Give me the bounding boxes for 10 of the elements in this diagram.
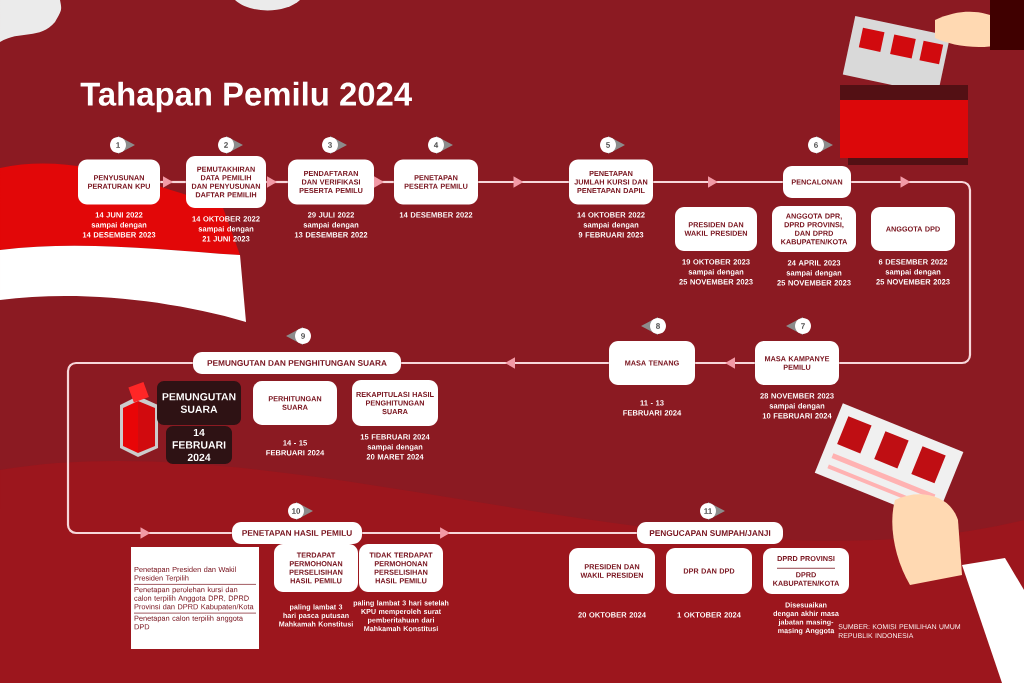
highlight-box: PEMUNGUTAN SUARA (157, 381, 241, 425)
node-label: PENETAPAN HASIL PEMILU (242, 530, 352, 536)
node-label: 14 FEBRUARI 2024 (172, 428, 226, 462)
node-label: PEMUNGUTAN SUARA (162, 393, 236, 413)
stage-banner: PENETAPAN HASIL PEMILU (232, 522, 362, 544)
highlight-box: 14 FEBRUARI 2024 (166, 425, 232, 465)
stage-banner: PENGUCAPAN SUMPAH/JANJI (637, 522, 783, 544)
arrow (839, 176, 972, 365)
title: Tahapan Pemilu 2024 (80, 81, 412, 113)
stage-banner: PEMUNGUTAN DAN PENGHITUNGAN SUARA (193, 352, 401, 374)
